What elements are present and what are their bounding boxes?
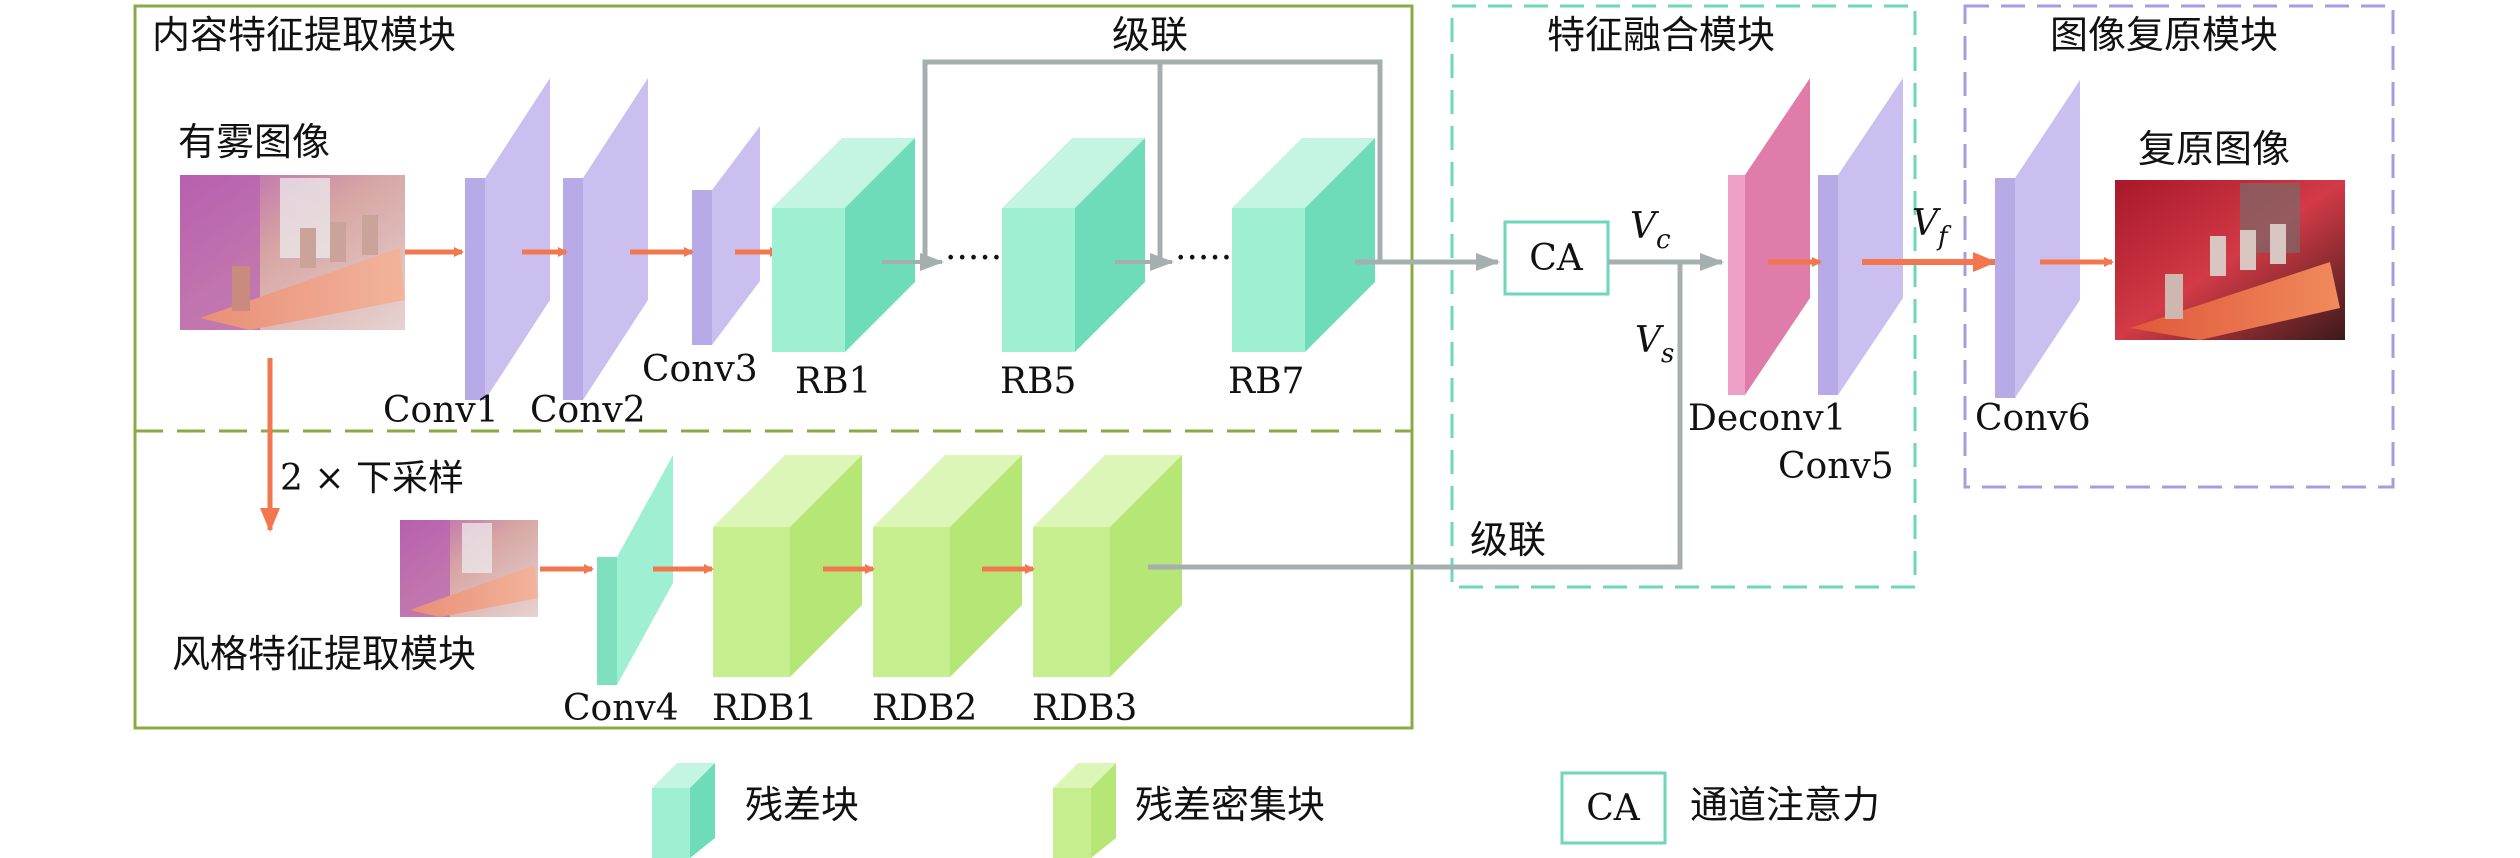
vs-label: Vs [1635,320,1674,369]
rb1-block [772,138,915,352]
concat-label-top: 级联 [1112,13,1188,57]
restore-module-box [1963,4,2395,489]
legend-residual-label: 残差块 [745,783,859,827]
legend-residual-icon [652,763,715,858]
conv6-block [1995,80,2080,398]
deconv1-block [1728,78,1810,395]
hazy-image [180,175,405,330]
concat-connector-bottom [1148,262,1683,570]
conv1-label: Conv1 [383,390,499,431]
fusion-module-box [1450,4,1917,589]
ellipsis-1: ····· [945,238,1002,279]
conv5-block [1818,78,1903,395]
conv4-block [597,455,673,685]
conv1-block [465,78,550,400]
vf-label: Vf [1912,203,1952,252]
rdb2-label: RDB2 [872,688,977,729]
fusion-module-title: 特征融合模块 [1547,13,1775,57]
style-module-title: 风格特征提取模块 [172,632,476,676]
downsample-label: 2 × 下采样 [280,458,464,499]
restored-image [2115,180,2345,340]
content-module-box [133,4,1414,730]
legend-ca-box [1560,771,1667,845]
conv6-label: Conv6 [1975,398,2091,439]
conv3-block [692,126,760,345]
ellipsis-2: ····· [1175,238,1232,279]
conv2-block [563,78,648,400]
ca-box [1503,220,1610,296]
rb7-label: RB7 [1228,361,1304,402]
legend-dense-icon [1053,763,1116,858]
conv3-label: Conv3 [642,349,758,390]
rb7-block [1232,138,1375,352]
rdb1-block [713,455,862,677]
rdb2-block [873,455,1022,677]
downsampled-image [400,520,538,617]
hazy-image-title: 有雾图像 [178,120,330,164]
ca-label: CA [1529,238,1584,279]
rdb1-label: RDB1 [712,688,817,729]
concat-label-bottom: 级联 [1470,518,1546,562]
conv4-label: Conv4 [563,688,679,729]
conv2-label: Conv2 [530,390,646,431]
legend-ca-label: 通道注意力 [1690,783,1880,827]
content-module-title: 内容特征提取模块 [152,13,456,57]
rdb3-block [1033,455,1182,677]
vc-label: Vc [1630,206,1671,255]
rb5-block [1002,138,1145,352]
rdb3-label: RDB3 [1032,688,1137,729]
concat-connector-top [922,59,1383,262]
restored-image-title: 复原图像 [2138,127,2290,171]
restore-module-title: 图像复原模块 [2050,13,2278,57]
deconv1-label: Deconv1 [1688,398,1846,439]
rb1-label: RB1 [795,361,871,402]
rb5-label: RB5 [1000,361,1076,402]
legend-dense-label: 残差密集块 [1135,783,1325,827]
conv5-label: Conv5 [1778,446,1894,487]
legend-ca-text: CA [1586,788,1641,829]
